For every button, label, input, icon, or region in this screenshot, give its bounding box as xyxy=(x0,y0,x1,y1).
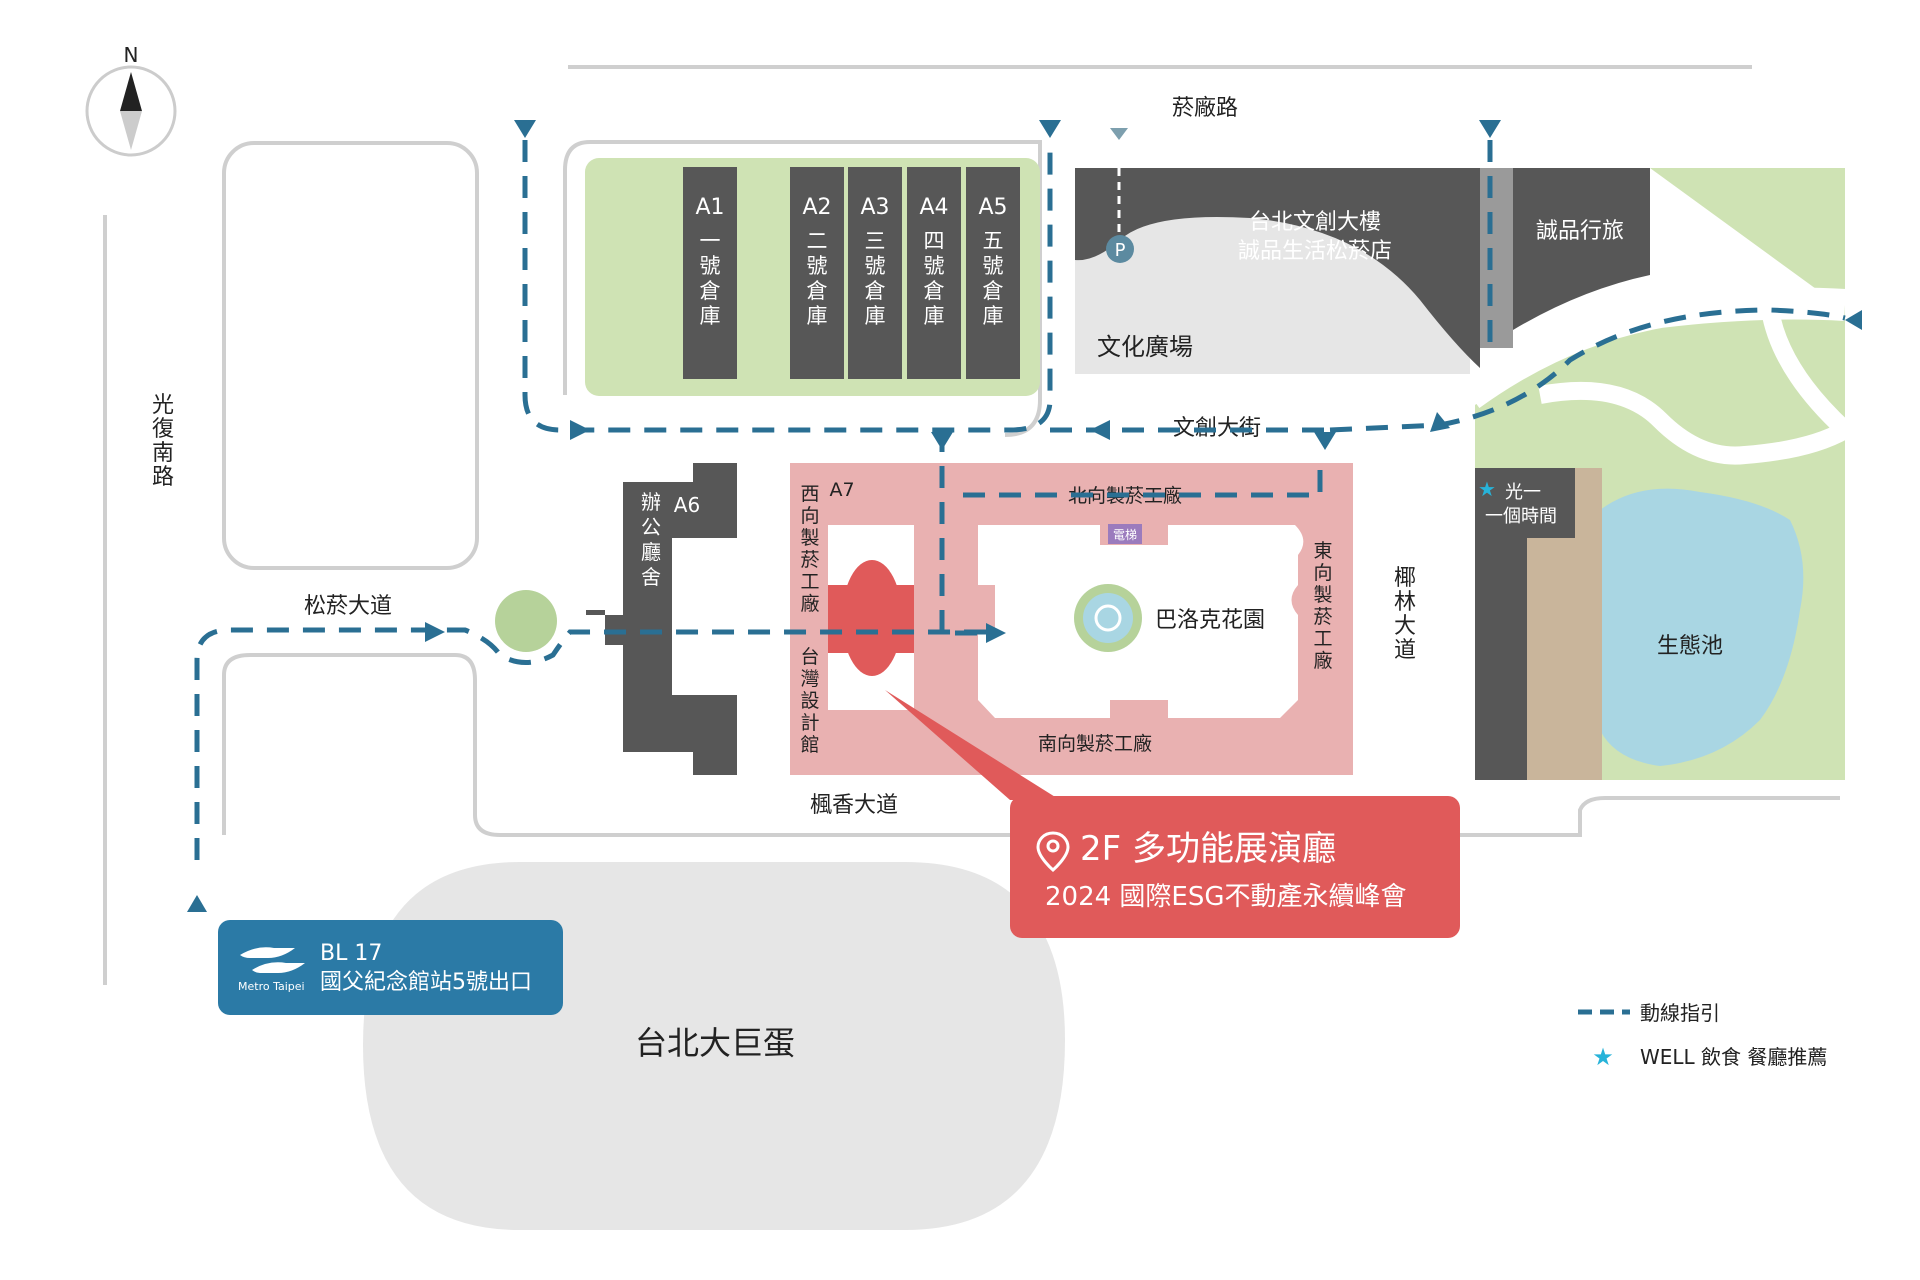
compass-north-label: N xyxy=(124,43,139,67)
road-yelin-label: 椰林大道 xyxy=(1394,566,1416,663)
road-fengxiang-label: 楓香大道 xyxy=(810,793,898,818)
elevator-icon[interactable] xyxy=(1108,524,1142,544)
compass-north-needle xyxy=(120,72,142,111)
legend: 動線指引 ★ WELL 飲食 餐廳推薦 xyxy=(1578,1001,1827,1071)
a5-code: A5 xyxy=(978,195,1007,220)
a4-code: A4 xyxy=(919,195,948,220)
road-network xyxy=(103,65,1840,985)
a7-code: A7 xyxy=(829,479,854,501)
a2-code: A2 xyxy=(802,195,831,220)
parking-label: P xyxy=(1115,240,1126,261)
a3-code: A3 xyxy=(860,195,889,220)
pond-label: 生態池 xyxy=(1657,634,1723,659)
warehouse-a1[interactable] xyxy=(683,167,737,379)
restaurant-star-icon: ★ xyxy=(1478,477,1496,501)
metro-logo-icon xyxy=(240,947,305,973)
restaurant-line2: 一個時間 xyxy=(1485,506,1557,527)
event-callout[interactable] xyxy=(1010,796,1460,938)
metro-station-code: BL 17 xyxy=(320,941,382,966)
legend-route-label: 動線指引 xyxy=(1640,1001,1720,1025)
a2-name: 二號倉庫 xyxy=(807,229,828,328)
warehouse-a2[interactable] xyxy=(790,167,844,379)
callout-title: 2F 多功能展演廳 xyxy=(1080,829,1336,869)
restaurant-line1: 光一 xyxy=(1505,482,1541,503)
ecological-pond xyxy=(1600,488,1804,766)
a5-name: 五號倉庫 xyxy=(983,229,1004,328)
culture-tower-line1: 台北文創大樓 xyxy=(1249,210,1381,235)
a1-name: 一號倉庫 xyxy=(700,229,721,328)
warehouse-a3[interactable] xyxy=(848,167,902,379)
a1-code: A1 xyxy=(695,195,724,220)
route-guidance xyxy=(187,120,1862,912)
baroque-label: 巴洛克花園 xyxy=(1155,608,1265,633)
tree-circle xyxy=(495,590,557,652)
metro-station-box[interactable] xyxy=(218,920,563,1015)
culture-plaza-label: 文化廣場 xyxy=(1097,333,1193,361)
lane-divider xyxy=(1480,168,1513,348)
east-factory-label: 東向製菸工廠 xyxy=(1313,540,1332,672)
legend-star-label: WELL 飲食 餐廳推薦 xyxy=(1640,1045,1827,1069)
dome-label: 台北大巨蛋 xyxy=(635,1024,795,1062)
callout-pointer xyxy=(885,690,1060,800)
a3-name: 三號倉庫 xyxy=(865,229,886,328)
legend-star-icon: ★ xyxy=(1592,1043,1614,1071)
road-top-label: 菸廠路 xyxy=(1172,96,1238,121)
warehouse-a5[interactable] xyxy=(966,167,1020,379)
a6-name: 辦公廳舍 xyxy=(641,490,661,589)
a6-code: A6 xyxy=(674,493,700,517)
compass: N xyxy=(85,43,177,157)
a4-name: 四號倉庫 xyxy=(924,229,945,328)
hotel-building[interactable] xyxy=(1513,168,1650,330)
parking-icon[interactable] xyxy=(1106,235,1134,263)
culture-tower[interactable] xyxy=(1075,168,1480,368)
road-songyan-label: 松菸大道 xyxy=(304,594,392,619)
office-a6[interactable] xyxy=(586,463,737,775)
compass-south-needle xyxy=(120,111,142,150)
south-factory-label: 南向製菸工廠 xyxy=(1038,732,1152,755)
location-pin-icon xyxy=(1036,831,1070,872)
road-left-label: 光復南路 xyxy=(152,393,174,490)
hotel-label: 誠品行旅 xyxy=(1536,219,1624,244)
tan-building xyxy=(1527,538,1602,780)
design-museum-label: 台灣設計館 xyxy=(800,646,819,756)
culture-tower-line2: 誠品生活松菸店 xyxy=(1238,239,1392,264)
a7-name: 西向製菸工廠 xyxy=(800,483,819,615)
metro-logo-text: Metro Taipei xyxy=(238,980,305,993)
warehouse-a4[interactable] xyxy=(907,167,961,379)
elevator-label: 電梯 xyxy=(1113,528,1137,542)
metro-station-name: 國父紀念館站5號出口 xyxy=(320,970,532,995)
callout-subtitle: 2024 國際ESG不動產永續峰會 xyxy=(1045,882,1407,912)
warehouse-labels: A1 A2 A3 A4 A5 xyxy=(695,195,1007,220)
